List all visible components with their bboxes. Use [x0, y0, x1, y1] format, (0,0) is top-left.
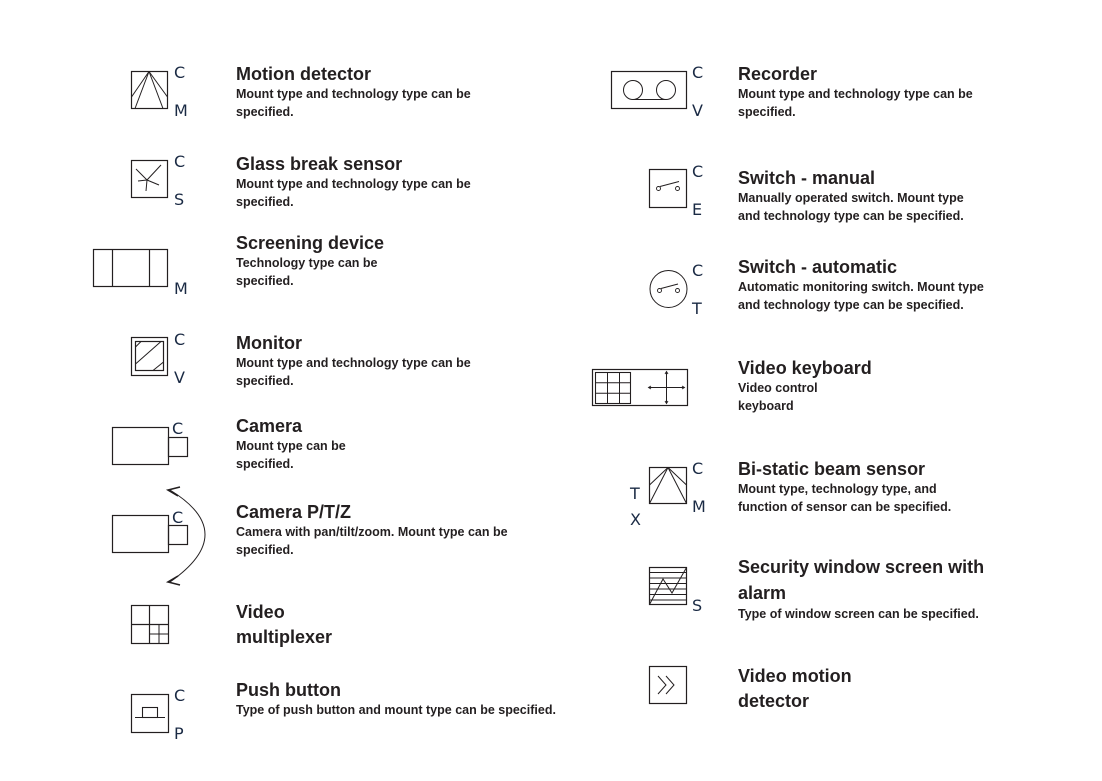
recorder-description: Mount type and technology type can be sp… [738, 87, 973, 119]
security-window-screen-icon [648, 566, 688, 606]
motion-detector-title: Motion detector [236, 64, 371, 84]
video-multiplexer-title: Video multiplexer [236, 602, 333, 647]
video-multiplexer-label: Video multiplexer [236, 600, 356, 650]
camera-description: Mount type can be specified. [236, 439, 346, 471]
screening-device-title: Screening device [236, 233, 385, 253]
recorder-label: Recorder Mount type and technology type … [738, 62, 998, 121]
screening-device-label: Screening device Technology type can be … [236, 231, 436, 290]
glass-break-sensor-label: Glass break sensor Mount type and techno… [236, 152, 496, 211]
bi-static-beam-sensor-icon [648, 466, 688, 505]
switch-manual-title: Switch - manual [738, 168, 876, 188]
camera-letter-c: C [172, 419, 184, 438]
glass-break-sensor-description: Mount type and technology type can be sp… [236, 177, 471, 209]
push-button-letter-p: P [174, 724, 184, 743]
push-button-label: Push button Type of push button and moun… [236, 678, 596, 720]
camera-ptz-description: Camera with pan/tilt/zoom. Mount type ca… [236, 525, 508, 557]
glass-break-sensor-icon [130, 159, 169, 199]
monitor-icon [130, 336, 169, 377]
screening-device-letter-m: M [174, 279, 188, 298]
monitor-label: Monitor Mount type and technology type c… [236, 331, 496, 390]
security-window-screen-description: Type of window screen can be specified. [738, 607, 979, 621]
bi-static-beam-sensor-label: Bi-static beam sensor Mount type, techno… [738, 457, 998, 516]
push-button-title: Push button [236, 680, 341, 700]
recorder-letter-v: V [692, 101, 703, 120]
switch-automatic-label: Switch - automatic Automatic monitoring … [738, 255, 1008, 314]
motion-detector-label: Motion detector Mount type and technolog… [236, 62, 496, 121]
switch-manual-letter-e: E [692, 200, 703, 219]
video-motion-detector-label: Video motion detector [738, 664, 878, 714]
security-window-screen-label: Security window screen with alarm Type o… [738, 554, 1008, 624]
bi-static-beam-sensor-letter-m: M [692, 497, 706, 516]
camera-ptz-title: Camera P/T/Z [236, 502, 352, 522]
monitor-letter-v: V [174, 368, 185, 387]
glass-break-sensor-letter-c: C [174, 152, 186, 171]
recorder-letter-c: C [692, 63, 704, 82]
camera-ptz-letter-c: C [172, 508, 184, 527]
video-keyboard-icon [591, 368, 689, 407]
screening-device-icon [92, 248, 169, 288]
bi-static-beam-sensor-letter-t: T [630, 484, 640, 503]
video-keyboard-title: Video keyboard [738, 358, 872, 378]
push-button-icon [130, 693, 170, 734]
monitor-description: Mount type and technology type can be sp… [236, 356, 471, 388]
camera-title: Camera [236, 416, 303, 436]
push-button-letter-c: C [174, 686, 186, 705]
bi-static-beam-sensor-title: Bi-static beam sensor [738, 459, 926, 479]
switch-manual-letter-c: C [692, 162, 704, 181]
recorder-title: Recorder [738, 64, 818, 84]
switch-manual-icon [648, 168, 688, 209]
camera-label: Camera Mount type can be specified. [236, 414, 436, 473]
video-multiplexer-icon [130, 604, 170, 645]
video-keyboard-description: Video control keyboard [738, 381, 818, 413]
bi-static-beam-sensor-letter-x: X [630, 510, 641, 529]
recorder-icon [610, 70, 688, 110]
camera-ptz-label: Camera P/T/Z Camera with pan/tilt/zoom. … [236, 500, 556, 559]
switch-automatic-title: Switch - automatic [738, 257, 898, 277]
security-window-screen-letter-s: S [692, 596, 703, 615]
monitor-letter-c: C [174, 330, 186, 349]
switch-automatic-letter-t: T [692, 299, 702, 318]
camera-ptz-icon [111, 486, 222, 587]
glass-break-sensor-letter-s: S [174, 190, 185, 209]
switch-manual-description: Manually operated switch. Mount type and… [738, 191, 964, 223]
switch-manual-label: Switch - manual Manually operated switch… [738, 166, 998, 225]
motion-detector-icon [130, 70, 169, 110]
bi-static-beam-sensor-description: Mount type, technology type, and functio… [738, 482, 952, 514]
switch-automatic-description: Automatic monitoring switch. Mount type … [738, 280, 984, 312]
video-motion-detector-title: Video motion detector [738, 666, 852, 711]
security-window-screen-title: Security window screen with alarm [738, 557, 985, 603]
bi-static-beam-sensor-letter-c: C [692, 459, 704, 478]
camera-icon [111, 426, 189, 467]
motion-detector-letter-m: M [174, 101, 188, 120]
push-button-description: Type of push button and mount type can b… [236, 703, 556, 717]
motion-detector-description: Mount type and technology type can be sp… [236, 87, 471, 119]
motion-detector-letter-c: C [174, 63, 186, 82]
monitor-title: Monitor [236, 333, 302, 353]
video-motion-detector-icon [648, 665, 688, 705]
glass-break-sensor-title: Glass break sensor [236, 154, 403, 174]
screening-device-description: Technology type can be specified. [236, 256, 378, 288]
switch-automatic-icon [649, 269, 689, 309]
video-keyboard-label: Video keyboard Video control keyboard [738, 356, 938, 415]
switch-automatic-letter-c: C [692, 261, 704, 280]
